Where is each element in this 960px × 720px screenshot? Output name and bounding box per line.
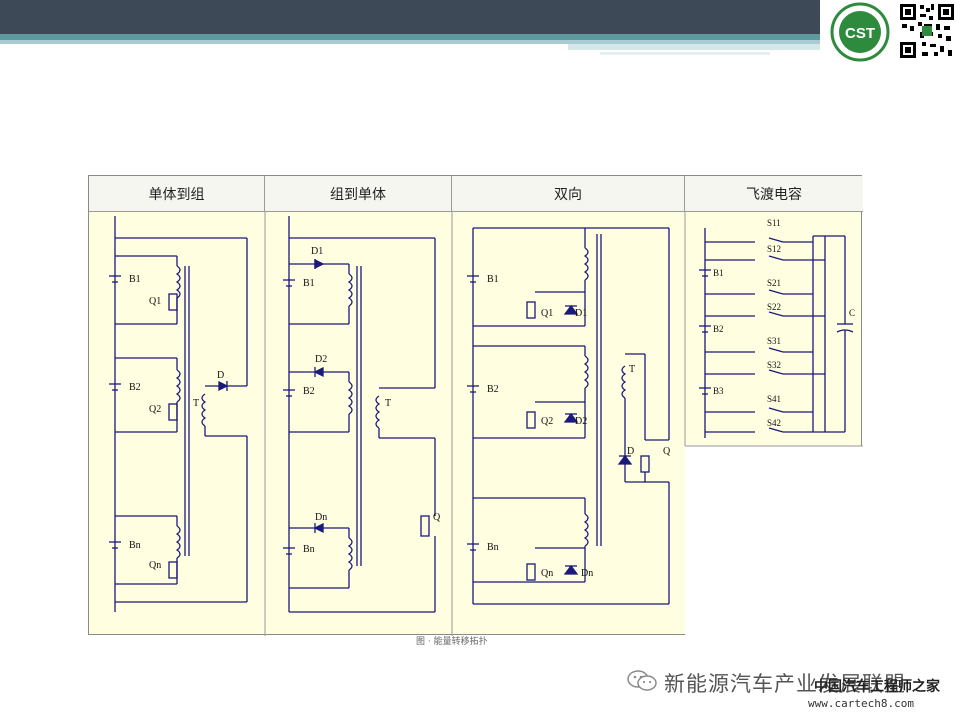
label-col1-Bn: Bn bbox=[129, 540, 141, 551]
label-col2-B2: B2 bbox=[303, 386, 315, 397]
label-col1-Q1: Q1 bbox=[149, 296, 161, 307]
figure-caption: 图 · 能量转移拓扑 bbox=[416, 637, 488, 647]
label-col1-B2: B2 bbox=[129, 382, 141, 393]
label-col4-S42: S42 bbox=[767, 418, 781, 428]
label-col2-D1: D1 bbox=[311, 246, 323, 257]
label-col1-D: D bbox=[217, 370, 224, 381]
label-col3-D1: D1 bbox=[575, 308, 587, 319]
column-header-group-to-single: 组到单体 bbox=[265, 176, 452, 212]
logo-text: CST bbox=[845, 25, 875, 42]
accent-stripe bbox=[0, 34, 820, 40]
label-col4-B2: B2 bbox=[713, 324, 724, 334]
topology-diagram: 单体到组 组到单体 双向 飞渡电容 bbox=[88, 175, 863, 636]
label-col2-Bn: Bn bbox=[303, 544, 315, 555]
label-col1-Q2: Q2 bbox=[149, 404, 161, 415]
label-col4-S31: S31 bbox=[767, 336, 781, 346]
label-col1-T: T bbox=[193, 398, 199, 409]
label-col3-Q1: Q1 bbox=[541, 308, 553, 319]
brand-watermark: 中国汽车工程师之家 bbox=[814, 679, 940, 695]
label-col1-B1: B1 bbox=[129, 274, 141, 285]
label-col4-S21: S21 bbox=[767, 278, 781, 288]
site-url[interactable]: www.cartech8.com bbox=[808, 697, 914, 710]
accent-stripe-fade bbox=[568, 44, 820, 50]
wechat-account-name: 新能源汽车产业发展联盟 bbox=[664, 672, 906, 696]
circuit-bidirectional bbox=[467, 227, 670, 605]
label-col4-S32: S32 bbox=[767, 360, 781, 370]
label-col4-S12: S12 bbox=[767, 244, 781, 254]
label-col3-T: T bbox=[629, 364, 635, 375]
label-col3-D: D bbox=[627, 446, 634, 457]
cst-logo: CST bbox=[830, 2, 890, 62]
label-col3-Dn: Dn bbox=[581, 568, 593, 579]
label-col3-D2: D2 bbox=[575, 416, 587, 427]
label-col2-B1: B1 bbox=[303, 278, 315, 289]
label-col3-Q: Q bbox=[663, 446, 671, 457]
accent-stripe-light bbox=[0, 40, 820, 44]
circuit-drawing: B1 Q1 B2 Q2 D T Bn Qn bbox=[109, 212, 863, 636]
label-col2-Q: Q bbox=[433, 512, 441, 523]
circuit-single-to-group bbox=[109, 216, 248, 612]
column-header-flying-capacitor: 飞渡电容 bbox=[685, 176, 863, 212]
label-col3-Q2: Q2 bbox=[541, 416, 553, 427]
empty-cell bbox=[685, 446, 863, 636]
wechat-icon bbox=[627, 670, 657, 691]
label-col4-S11: S11 bbox=[767, 218, 781, 228]
label-col4-B1: B1 bbox=[713, 268, 724, 278]
label-col2-T: T bbox=[385, 398, 391, 409]
column-header-single-to-group: 单体到组 bbox=[89, 176, 265, 212]
label-col2-Dn: Dn bbox=[315, 512, 327, 523]
label-col3-Bn: Bn bbox=[487, 542, 499, 553]
label-col1-Qn: Qn bbox=[149, 560, 161, 571]
label-col3-Qn: Qn bbox=[541, 568, 553, 579]
label-col4-B3: B3 bbox=[713, 386, 724, 396]
label-col4-S41: S41 bbox=[767, 394, 781, 404]
qr-code bbox=[898, 2, 956, 60]
circuit-group-to-single bbox=[283, 216, 436, 613]
label-col2-D2: D2 bbox=[315, 354, 327, 365]
circuit-flying-capacitor bbox=[699, 228, 854, 438]
label-col3-B2: B2 bbox=[487, 384, 499, 395]
label-col4-C: C bbox=[849, 308, 855, 318]
label-col3-B1: B1 bbox=[487, 274, 499, 285]
accent-stripe-fade-2 bbox=[600, 52, 770, 55]
column-header-bidirectional: 双向 bbox=[452, 176, 685, 212]
title-bar bbox=[0, 0, 820, 34]
label-col4-S22: S22 bbox=[767, 302, 781, 312]
